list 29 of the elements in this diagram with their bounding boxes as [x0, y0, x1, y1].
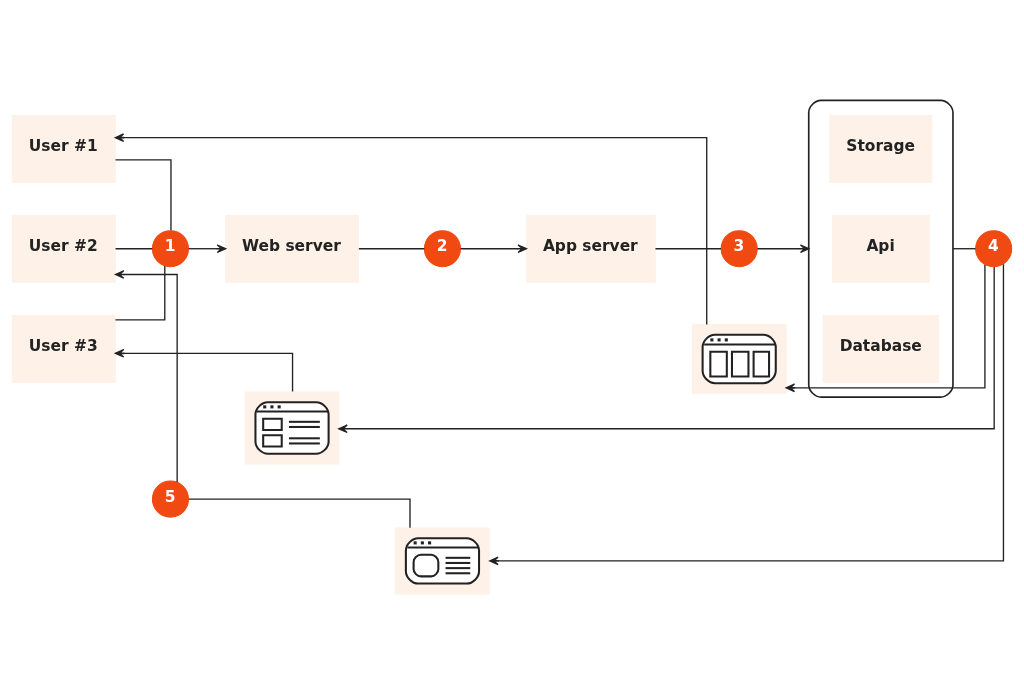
node-box: App server — [525, 214, 656, 283]
node-box: Web server — [225, 214, 359, 283]
node-picture — [691, 323, 787, 394]
arrow — [114, 348, 294, 392]
node-circle: 3 — [720, 229, 758, 267]
connector — [114, 247, 153, 249]
node-box: User #1 — [11, 114, 116, 183]
connector — [358, 247, 426, 249]
node-box: User #3 — [11, 314, 116, 383]
node-circle: 2 — [423, 229, 461, 267]
arrow — [338, 265, 995, 433]
node-circle: 1 — [151, 229, 189, 267]
node-circle: 4 — [975, 229, 1013, 267]
arrow — [459, 243, 527, 253]
node-circle: 5 — [151, 480, 189, 518]
connector — [114, 264, 166, 320]
arrow — [785, 263, 986, 392]
arrow — [188, 243, 227, 253]
arrow — [489, 263, 1005, 565]
connector — [952, 247, 977, 249]
connector — [114, 158, 172, 231]
node-picture — [395, 526, 490, 594]
connector — [654, 247, 722, 249]
arrow — [114, 269, 178, 483]
arrow — [114, 132, 708, 325]
connector — [188, 497, 411, 528]
node-picture — [244, 390, 340, 465]
node-box: User #2 — [11, 214, 116, 283]
arrow — [756, 243, 810, 253]
